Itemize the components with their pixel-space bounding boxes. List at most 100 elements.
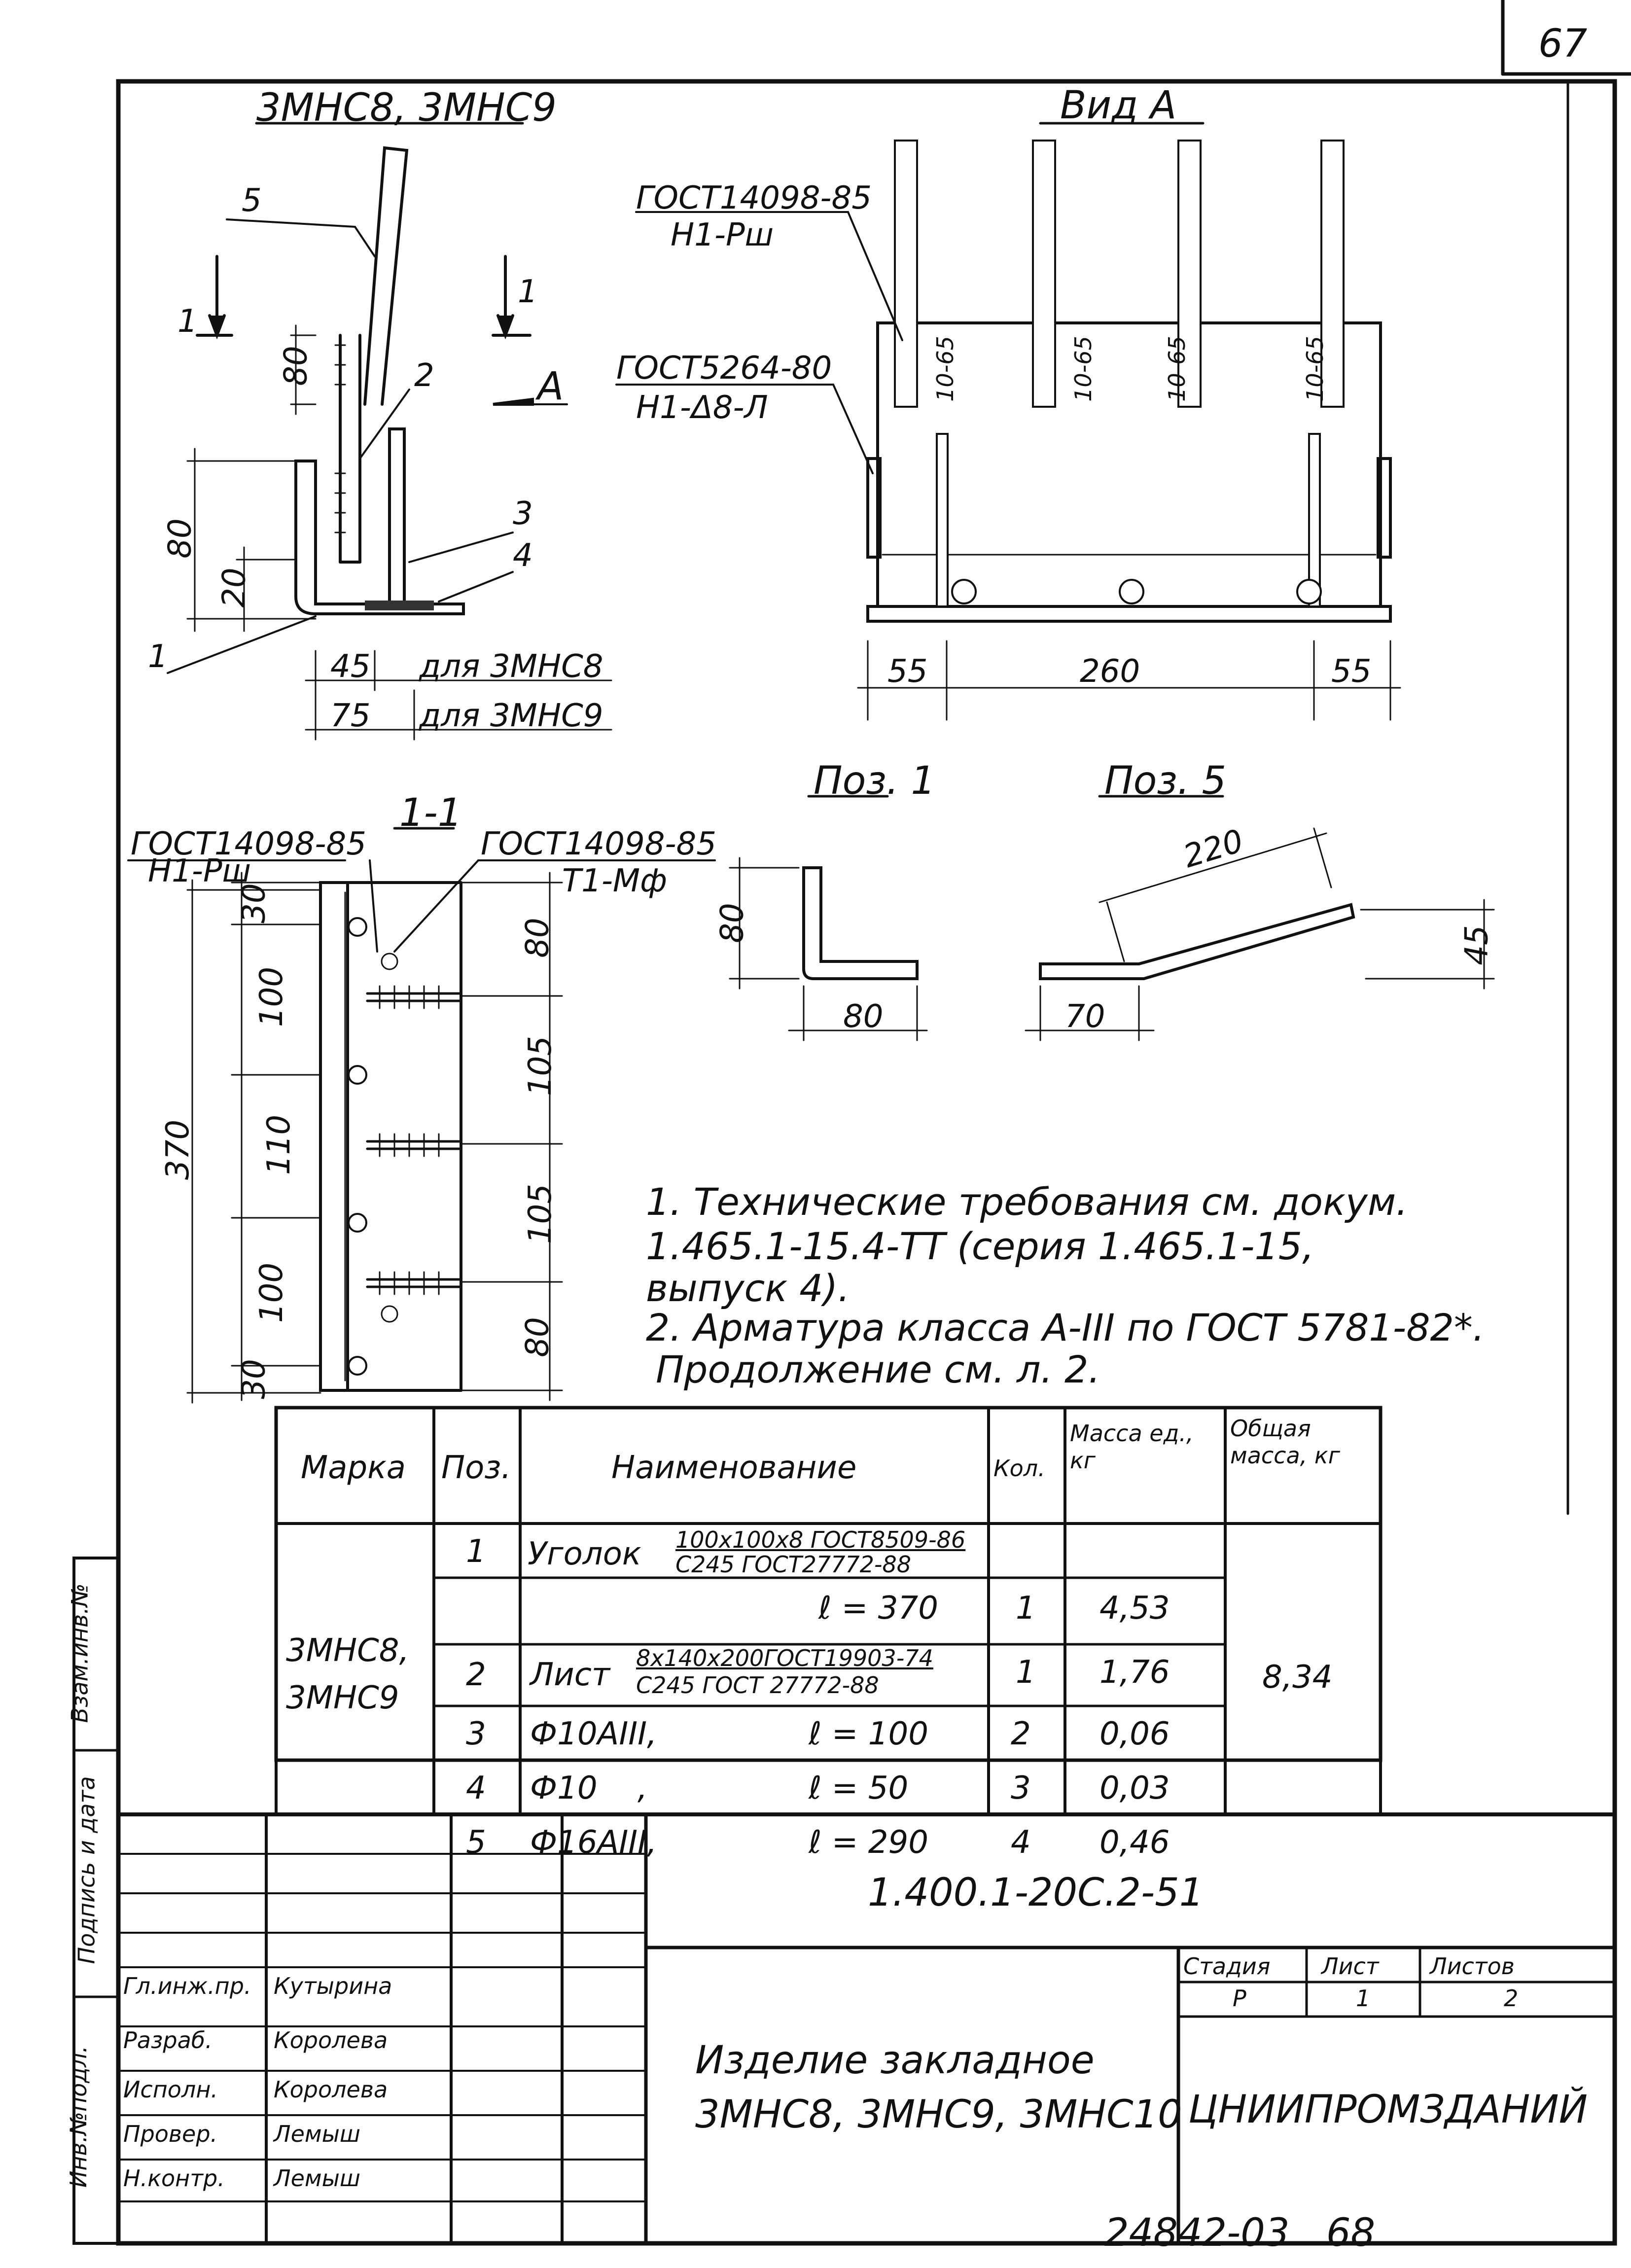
mark-value: 3МНС8, 3МНС9	[286, 1632, 409, 1716]
dim-75-for: для 3МНС9	[419, 698, 603, 734]
dim-r80-bot: 80	[519, 1317, 556, 1357]
pos1-detail	[729, 795, 928, 1041]
dim-20: 20	[216, 567, 253, 608]
dim-100-top: 100	[253, 966, 290, 1028]
name-3: Королева	[274, 2076, 388, 2103]
callout-5: 5	[242, 182, 262, 219]
cut-marker-right: 1	[518, 274, 538, 310]
pos5-title: Поз. 5	[1104, 759, 1227, 803]
name-5: Лемыш	[274, 2165, 361, 2192]
r3-mass: 0,06	[1099, 1716, 1170, 1752]
side-label-inv: Инв.№подл.	[65, 2045, 92, 2188]
r4-name: Ф10 ,	[530, 1770, 648, 1807]
bottom-code: 24842-03 68	[1104, 2211, 1376, 2255]
name-4: Лемыш	[274, 2121, 361, 2147]
th-total: Общая масса, кг	[1230, 1415, 1340, 1469]
r1-pos: 1	[466, 1533, 486, 1570]
r5-pos: 5	[466, 1824, 486, 1861]
sheet-label: Лист	[1321, 1953, 1379, 1980]
dim-45-for: для 3МНС8	[419, 648, 603, 685]
r3-qty: 2	[1011, 1716, 1031, 1752]
callout-1: 1	[148, 638, 168, 675]
role-2: Разраб.	[123, 2027, 213, 2054]
name-1: Кутырина	[274, 1973, 392, 1999]
pos5-dim-w: 70	[1065, 998, 1105, 1035]
stage-label: Стадия	[1183, 1953, 1271, 1980]
r2-spec-top: 8х140х200ГОСТ19903-74	[636, 1645, 933, 1671]
gost-3-bot: Н1-Рш	[148, 853, 251, 889]
title-line-2: 3МНС8, 3МНС9, 3МНС10	[695, 2092, 1182, 2137]
r3-pos: 3	[466, 1716, 486, 1752]
title-block-grid	[116, 1812, 1617, 2245]
section-view	[167, 122, 612, 741]
r4-qty: 3	[1011, 1770, 1031, 1807]
cut-marker-left: 1	[177, 303, 198, 340]
dim-55-right: 55	[1331, 653, 1372, 690]
r1-spec-top: 100х100х8 ГОСТ8509-86	[675, 1526, 966, 1553]
dim-80-left: 80	[162, 518, 199, 559]
side-strip	[72, 1557, 120, 2245]
pos1-dim-h: 80	[714, 903, 751, 943]
dim-100-bot: 100	[253, 1262, 290, 1323]
role-4: Провер.	[123, 2121, 218, 2147]
frame	[116, 79, 1617, 2246]
r1-spec-bot: С245 ГОСТ27772-88	[675, 1551, 912, 1578]
r5-qty: 4	[1011, 1824, 1031, 1861]
dim-55-left: 55	[887, 653, 928, 690]
r2-qty: 1	[1016, 1654, 1036, 1691]
r2-spec-bot: С245 ГОСТ 27772-88	[636, 1672, 879, 1699]
r5-length: ℓ = 290	[809, 1824, 928, 1861]
dim-r105-a: 105	[522, 1035, 559, 1097]
name-2: Королева	[274, 2027, 388, 2054]
r4-length: ℓ = 50	[809, 1770, 909, 1807]
dim-75: 75	[330, 698, 371, 734]
gost-1-bot: Н1-Рш	[671, 217, 774, 253]
dim-10-65-a: 10-65	[931, 336, 958, 402]
r1b-length: ℓ = 370	[818, 1590, 938, 1627]
org-name: ЦНИИПРОМЗДАНИЙ	[1188, 2088, 1588, 2132]
dim-260: 260	[1080, 653, 1140, 690]
dim-r80-top: 80	[519, 918, 556, 958]
stage-value: Р	[1233, 1985, 1246, 2012]
r5-mass: 0,46	[1099, 1824, 1170, 1861]
dim-r105-b: 105	[522, 1183, 559, 1244]
pos1-title: Поз. 1	[814, 759, 936, 803]
doc-code: 1.400.1-20С.2-51	[868, 1871, 1204, 1915]
r3-name: Ф10АIII,	[530, 1716, 657, 1752]
dim-110: 110	[261, 1114, 298, 1175]
page-number: 67	[1538, 22, 1588, 66]
r2-mass: 1,76	[1099, 1654, 1170, 1691]
dim-370: 370	[160, 1119, 197, 1180]
note-line-3: выпуск 4).	[646, 1266, 850, 1310]
gost-1-top: ГОСТ14098-85	[636, 180, 872, 216]
pos5-dim-h: 45	[1458, 925, 1495, 965]
cut-1-1-title: 1-1	[399, 791, 462, 835]
page-number-box	[1501, 0, 1631, 76]
callout-4: 4	[513, 537, 533, 574]
title-line-1: Изделие закладное	[695, 2038, 1095, 2083]
total-value: 8,34	[1262, 1659, 1333, 1696]
r5-name: Ф16АIII,	[530, 1824, 657, 1861]
cut-1-1	[127, 827, 716, 1404]
note-line-5: Продолжение см. л. 2.	[656, 1347, 1100, 1391]
view-a	[615, 122, 1401, 721]
r2-pos: 2	[466, 1657, 486, 1693]
gost-2-top: ГОСТ5264-80	[616, 350, 832, 387]
dim-10-65-d: 10-65	[1301, 336, 1328, 402]
sheets-label: Листов	[1430, 1953, 1515, 1980]
role-1: Гл.инж.пр.	[123, 1973, 251, 1999]
pos5-detail	[1025, 795, 1495, 1041]
r3-length: ℓ = 100	[809, 1716, 928, 1752]
note-line-1: 1. Технические требования см. докум.	[646, 1180, 1408, 1224]
r2-name: Лист	[530, 1657, 610, 1693]
th-qty: Кол.	[993, 1455, 1045, 1482]
side-label-sign: Подпись и дата	[73, 1776, 100, 1964]
gost-3-top: ГОСТ14098-85	[131, 826, 366, 862]
view-a-title: Вид А	[1060, 83, 1177, 128]
dim-45: 45	[330, 648, 371, 685]
section-title: 3МНС8, 3МНС9	[256, 86, 557, 130]
dim-10-65-b: 10-65	[1069, 336, 1097, 402]
note-line-4: 2. Арматура класса А-III по ГОСТ 5781-82…	[646, 1306, 1485, 1349]
